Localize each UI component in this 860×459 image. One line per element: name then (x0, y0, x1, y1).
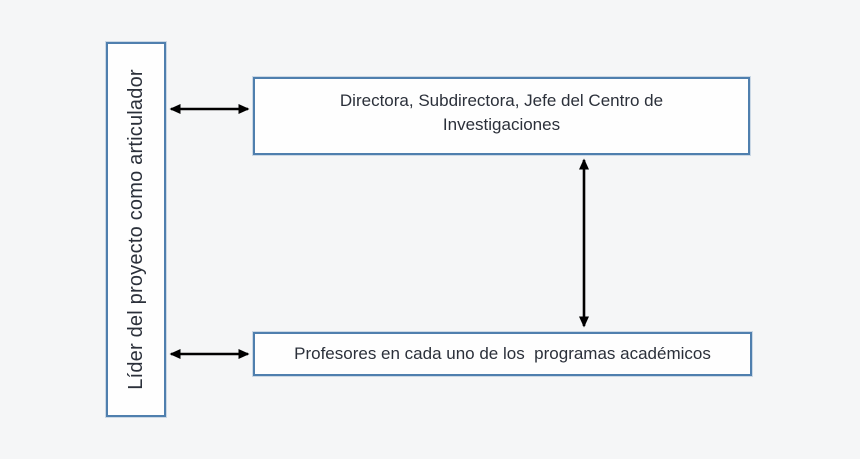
box-profesores-programas: Profesores en cada uno de los programas … (253, 332, 752, 376)
box-directora-subdirectora-label: Directora, Subdirectora, Jefe del Centro… (339, 91, 664, 134)
box-profesores-programas-label: Profesores en cada uno de los programas … (294, 344, 711, 363)
box-lider-proyecto: Líder del proyecto como articulador (106, 42, 166, 417)
box-lider-proyecto-label: Líder del proyecto como articulador (124, 69, 147, 390)
box-directora-subdirectora: Directora, Subdirectora, Jefe del Centro… (253, 77, 750, 155)
